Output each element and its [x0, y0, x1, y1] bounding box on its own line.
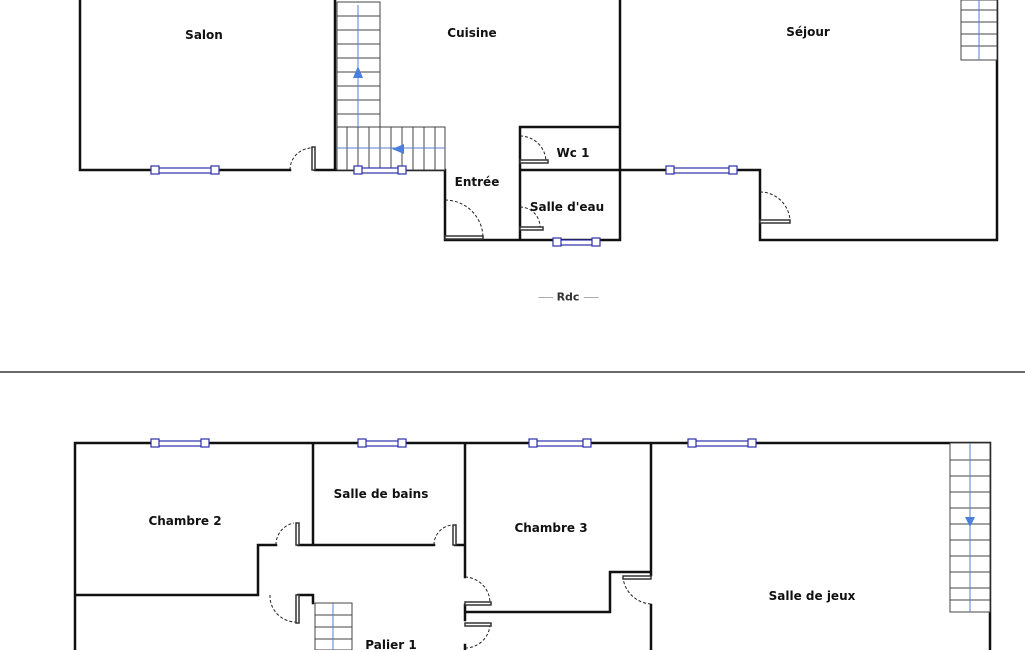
room-label-salon: Salon: [185, 28, 223, 42]
level-label: ----- Rdc -----: [537, 290, 599, 304]
room-label-salle-d-eau: Salle d'eau: [529, 200, 605, 214]
room-label-chambre-3: Chambre 3: [514, 521, 588, 535]
room-label-sejour: Séjour: [786, 25, 830, 39]
stair-up-arrow-icon: [353, 66, 363, 78]
room-label-wc1: Wc 1: [556, 146, 590, 160]
first-floor-doors: [269, 522, 652, 649]
room-label-cuisine: Cuisine: [447, 26, 497, 40]
room-label-salle-de-jeux: Salle de jeux: [768, 589, 856, 603]
room-label-chambre-2: Chambre 2: [148, 514, 222, 528]
stair-left-arrow-icon: [392, 144, 404, 154]
level-label-text: Rdc: [556, 290, 580, 304]
room-label-entree: Entrée: [454, 175, 500, 189]
ground-stair: [336, 1, 446, 171]
stair-down-arrow-icon: [965, 517, 975, 527]
room-label-salle-de-bains: Salle de bains: [333, 487, 429, 501]
ground-floor-walls: [78, 0, 999, 242]
ground-doors: [289, 135, 791, 240]
ground-windows: [150, 165, 738, 247]
first-floor-windows: [150, 438, 757, 448]
sejour-stair: [960, 0, 998, 61]
first-floor-walls: [73, 441, 992, 650]
first-floor-stairs: [314, 442, 991, 650]
room-label-palier-1: Palier 1: [365, 638, 417, 652]
